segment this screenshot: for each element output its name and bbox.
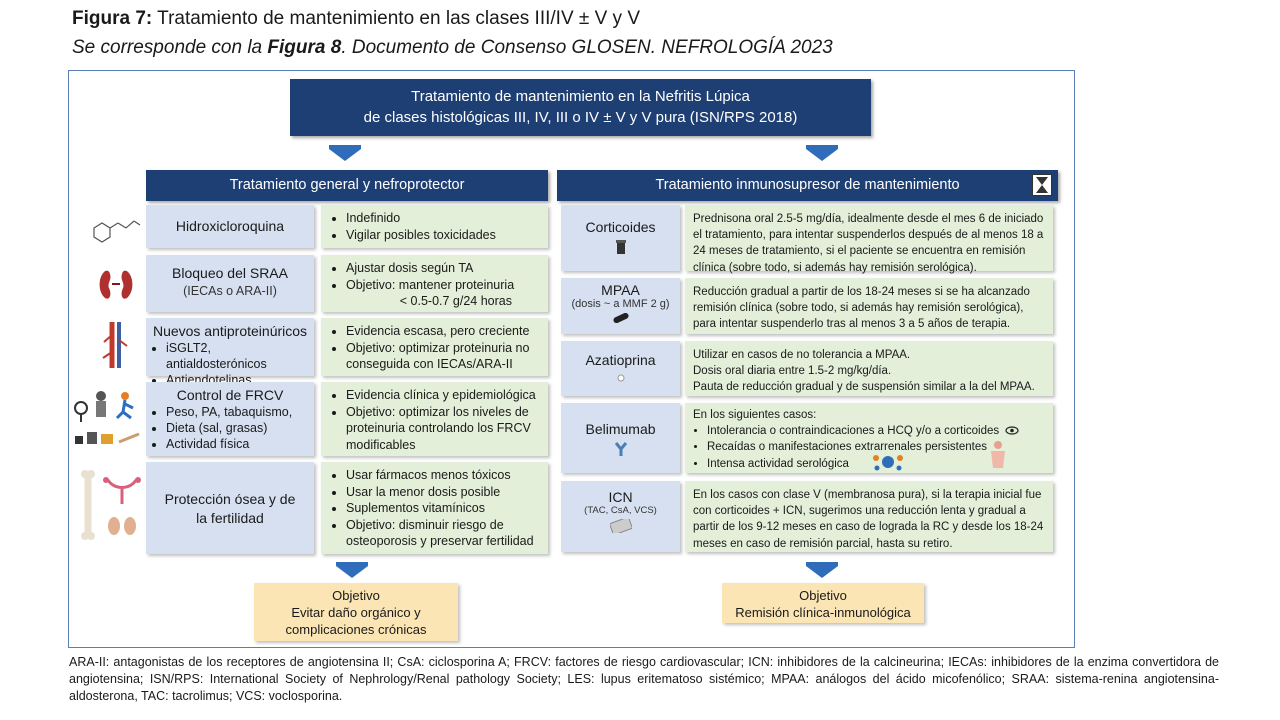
figure-subtitle: Se corresponde con la Figura 8. Document… (72, 37, 833, 59)
main-header: Tratamiento de mantenimiento en la Nefri… (290, 79, 871, 136)
sub-item: Actividad física (166, 436, 306, 452)
arrow-down-goal-right-icon (806, 562, 838, 578)
left-row-proteccion-bullets: Usar fármacos menos tóxicosUsar la menor… (321, 462, 548, 554)
main-header-line2: de clases histológicas III, IV, III o IV… (363, 109, 798, 126)
right-column-header-label: Tratamiento inmunosupresor de mantenimie… (655, 177, 960, 193)
figure-title: Figura 7: Tratamiento de mantenimiento e… (72, 8, 640, 30)
row-sublabel: (dosis ~ a MMF 2 g) (571, 298, 670, 310)
right-row-corticoides-label: Corticoides (561, 205, 680, 271)
text-line: Dosis oral diaria entre 1.5-2 mg/kg/día. (693, 365, 892, 378)
left-row-frcv-bullets: Evidencia clínica y epidemiológicaObjeti… (321, 382, 548, 456)
hourglass-icon (1032, 174, 1052, 196)
subtitle-figure-ref: Figura 8 (267, 37, 342, 58)
row-label: Azatioprina (585, 352, 656, 368)
arrow-down-left-icon (329, 145, 361, 161)
right-row-azatioprina-text: Utilizar en casos de no tolerancia a MPA… (685, 341, 1053, 396)
row-label: Hidroxicloroquina (175, 218, 285, 234)
left-row-hidroxicloroquina-label: Hidroxicloroquina (146, 205, 314, 248)
bullet: Objetivo: optimizar proteinuria no conse… (346, 340, 540, 373)
left-row-antiproteinuricos-bullets: Evidencia escasa, pero crecienteObjetivo… (321, 318, 548, 376)
molecule-icon (93, 220, 141, 243)
abbreviations-footnote: ARA-II: antagonistas de los receptores d… (69, 655, 1219, 703)
bullet: Recaídas o manifestaciones extrarrenales… (707, 439, 1045, 455)
right-row-belimumab-text: En los siguientes casos: Intolerancia o … (685, 403, 1053, 473)
arrow-down-goal-left-icon (336, 562, 368, 578)
vessels-icon (102, 322, 128, 368)
bullet: Usar fármacos menos tóxicos (346, 467, 540, 484)
left-goal-box: Objetivo Evitar daño orgánico y complica… (254, 583, 458, 641)
left-row-proteccion-label: Protección ósea y de la fertilidad (146, 462, 314, 554)
pill-bottle-icon (615, 240, 626, 254)
right-column-header: Tratamiento inmunosupresor de mantenimie… (557, 170, 1058, 201)
bullet: Evidencia clínica y epidemiológica (346, 387, 540, 404)
left-row-hidroxicloroquina-bullets: IndefinidoVigilar posibles toxicidades (321, 205, 548, 248)
right-row-icn-label: ICN (TAC, CsA, VCS) (561, 481, 680, 552)
cv-risk-icons (74, 391, 140, 444)
row-label: ICN (608, 489, 633, 505)
goal-line: Evitar daño orgánico y (291, 605, 421, 620)
blister-pack-icon (608, 516, 633, 536)
sub-item: Peso, PA, tabaquismo, (166, 404, 306, 420)
bullet: Intensa actividad serológica (707, 456, 1045, 472)
row-label: Corticoides (585, 219, 656, 235)
sub-item: Dieta (sal, grasas) (166, 420, 306, 436)
bullet: Ajustar dosis según TA (346, 260, 540, 277)
left-column-header: Tratamiento general y nefroprotector (146, 170, 548, 201)
row-label: Control de FRCV (176, 387, 284, 403)
tablet-icon (617, 374, 624, 382)
bone-fertility-icon (81, 470, 141, 540)
bullet: Objetivo: optimizar los niveles de prote… (346, 404, 540, 454)
bullet: Indefinido (346, 210, 540, 227)
right-row-mpaa-text: Reducción gradual a partir de los 18-24 … (685, 278, 1053, 334)
text-line: Pauta de reducción gradual y de suspensi… (693, 381, 1035, 394)
left-row-sraa-bullets: Ajustar dosis según TAObjetivo: mantener… (321, 255, 548, 312)
goal-line: complicaciones crónicas (285, 622, 427, 637)
kidney-icon (99, 270, 133, 299)
figure-title-bold: Figura 7: (72, 8, 153, 29)
bullet: Usar la menor dosis posible (346, 484, 540, 501)
right-goal-box: Objetivo Remisión clínica-inmunológica (722, 583, 924, 623)
right-row-azatioprina-label: Azatioprina (561, 341, 680, 396)
arrow-down-right-icon (806, 145, 838, 161)
row-label: Belimumab (585, 421, 656, 437)
bullet: Objetivo: disminuir riesgo de osteoporos… (346, 517, 540, 550)
capsule-icon (612, 312, 629, 324)
left-row-antiproteinuricos-label: Nuevos antiproteinúricos iSGLT2, antiald… (146, 318, 314, 387)
antibody-icon (614, 442, 627, 456)
row-sublabel: (IECAs o ARA-II) (183, 284, 277, 298)
row-sublabel: (TAC, CsA, VCS) (584, 505, 657, 516)
eye-icon (1005, 426, 1019, 435)
main-header-line1: Tratamiento de mantenimiento en la Nefri… (411, 88, 750, 105)
row-label: Bloqueo del SRAA (172, 265, 288, 281)
goal-line: Remisión clínica-inmunológica (735, 605, 911, 620)
goal-title: Objetivo (332, 588, 380, 603)
row-label: Nuevos antiproteinúricos (152, 323, 308, 339)
right-row-mpaa-label: MPAA (dosis ~ a MMF 2 g) (561, 278, 680, 334)
bullet: Objetivo: mantener proteinuria (346, 277, 540, 294)
subtitle-part-a: Se corresponde con la (72, 37, 268, 58)
sub-item: iSGLT2, antialdosterónicos (166, 340, 306, 372)
bullet: Intolerancia o contraindicaciones a HCQ … (707, 423, 1045, 439)
body-icon (991, 441, 1005, 468)
bullet: Suplementos vitamínicos (346, 500, 540, 517)
bullet-continuation: < 0.5-0.7 g/24 horas (399, 294, 512, 308)
text-intro: En los siguientes casos: (693, 409, 817, 421)
left-row-frcv-label: Control de FRCV Peso, PA, tabaquismo,Die… (146, 382, 314, 456)
goal-title: Objetivo (799, 588, 847, 603)
subtitle-part-b: . Documento de Consenso GLOSEN. NEFROLOG… (341, 37, 833, 58)
immune-cells-icon (873, 455, 903, 471)
right-row-belimumab-label: Belimumab (561, 403, 680, 473)
figure-title-text: Tratamiento de mantenimiento en las clas… (152, 8, 640, 29)
right-row-icn-text: En los casos con clase V (membranosa pur… (685, 481, 1053, 552)
text-line: Utilizar en casos de no tolerancia a MPA… (693, 349, 911, 361)
right-row-corticoides-text: Prednisona oral 2.5-5 mg/día, idealmente… (685, 205, 1053, 274)
left-row-sraa-label: Bloqueo del SRAA (IECAs o ARA-II) (146, 255, 314, 312)
row-label: Protección ósea y de la fertilidad (164, 491, 296, 526)
row-label: MPAA (601, 282, 640, 298)
bullet: Evidencia escasa, pero creciente (346, 323, 540, 340)
bullet: Vigilar posibles toxicidades (346, 227, 540, 244)
